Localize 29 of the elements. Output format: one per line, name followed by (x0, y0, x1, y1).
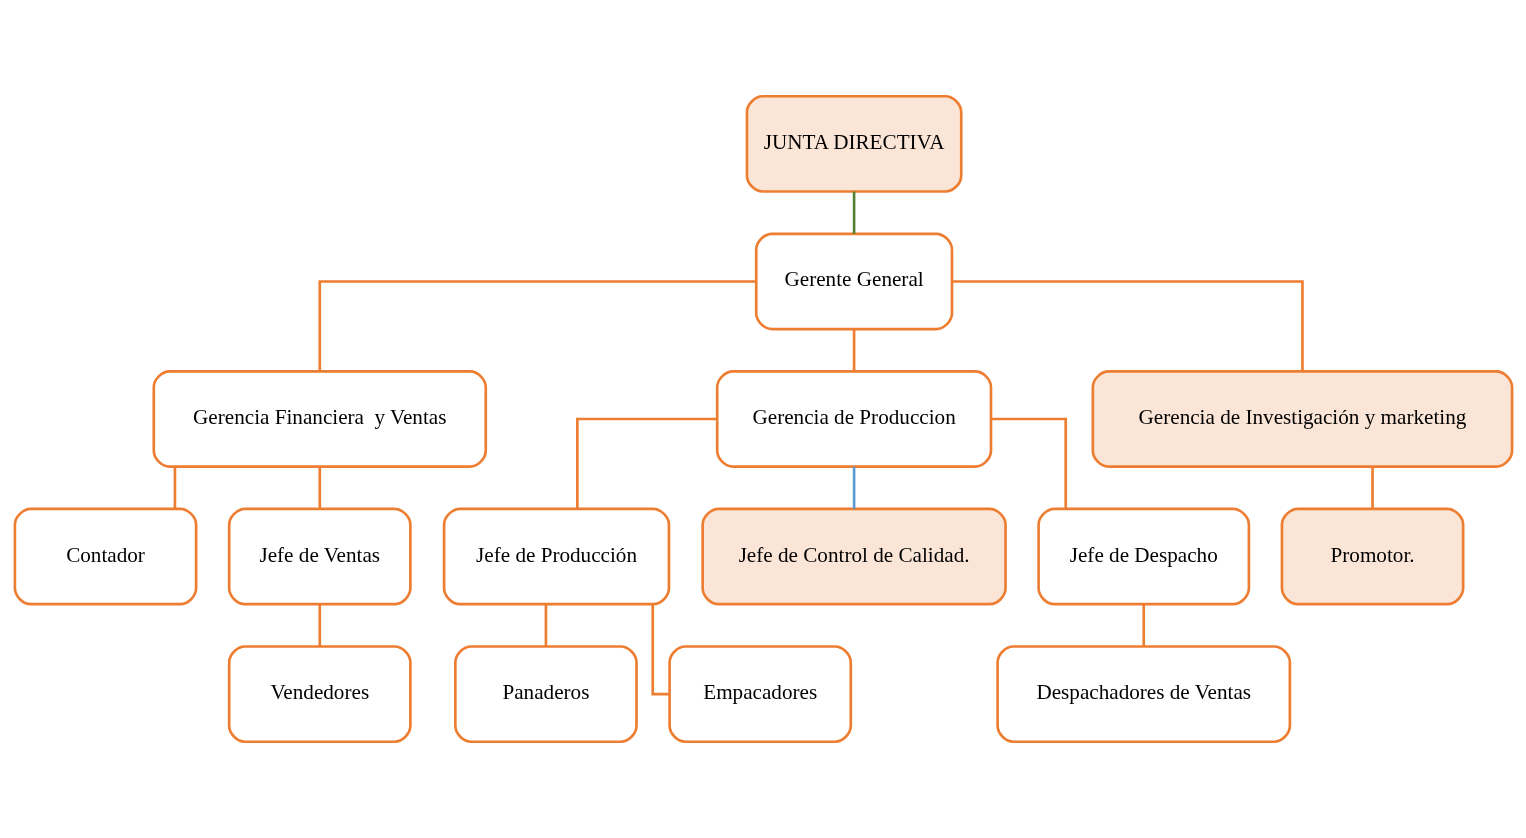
node-box: Vendedores (227, 645, 412, 744)
node-box: Gerencia de Produccion (715, 370, 992, 468)
node-box: Jefe de Despacho (1036, 507, 1250, 606)
node-box: Gerencia Financiera y Ventas (151, 370, 487, 468)
node-box: Jefe de Producción (442, 507, 670, 606)
node-box: JUNTA DIRECTIVA (745, 94, 963, 193)
connector (852, 191, 855, 234)
node-box: Gerencia de Investigación y marketing (1091, 370, 1513, 468)
connector (852, 329, 855, 372)
node-box: Gerente General (754, 232, 953, 331)
connector (575, 417, 717, 509)
node-box: Panaderos (453, 645, 638, 744)
node-box: Contador (13, 507, 197, 606)
node-box: Promotor. (1280, 507, 1464, 606)
connector (852, 466, 855, 509)
connector (544, 604, 547, 647)
connector (317, 604, 321, 647)
connector (317, 466, 321, 509)
connector (1370, 466, 1374, 509)
connector (990, 417, 1067, 509)
node-box: Empacadores (667, 645, 852, 744)
connector (1141, 604, 1145, 647)
node-box: Jefe de Control de Calidad. (700, 507, 1007, 606)
node-box: Despachadores de Ventas (995, 645, 1291, 744)
connector (952, 280, 1304, 372)
connector (317, 280, 756, 372)
node-box: Jefe de Ventas (227, 507, 412, 606)
connector (650, 604, 670, 696)
connector (173, 466, 176, 509)
